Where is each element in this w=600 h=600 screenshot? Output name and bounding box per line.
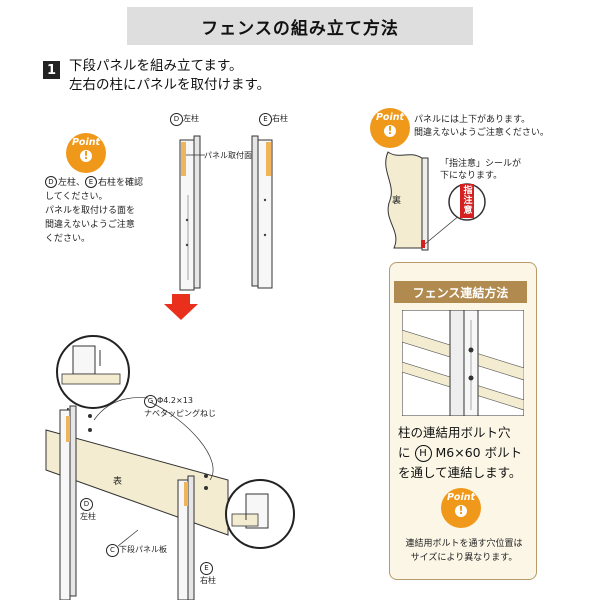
- point-badge-right: Point: [370, 108, 410, 148]
- connection-illustration: [402, 310, 524, 416]
- panel-sticker-illustration: [385, 151, 486, 251]
- exclamation-icon: [80, 149, 92, 162]
- page-title-banner: フェンスの組み立て方法: [127, 7, 473, 45]
- step-line-1: 下段パネルを組み立てます。: [69, 58, 243, 74]
- front-side-label: 表: [113, 477, 123, 487]
- panel-attach-face-label: パネル取付面: [204, 151, 252, 160]
- posts-illustration: [179, 135, 273, 291]
- assembly-post-right-label: E 右柱: [200, 562, 216, 585]
- assembly-post-left-label: D 左柱: [80, 498, 96, 521]
- step-line-2: 左右の柱にパネルを取付けます。: [69, 77, 271, 93]
- back-side-label: 裏: [392, 196, 402, 206]
- step-number: 1: [43, 61, 60, 79]
- step-instructions: 下段パネルを組み立てます。 左右の柱にパネルを取付けます。: [69, 57, 270, 95]
- assembly-illustration: [45, 335, 295, 600]
- point-badge-connection: Point: [441, 488, 481, 528]
- connection-title: フェンス連結方法: [394, 281, 527, 303]
- down-arrow-icon: [164, 294, 198, 320]
- exclamation-icon: [455, 504, 467, 517]
- panel-orientation-note: パネルには上下があります。 間違えないようご注意ください。: [414, 115, 549, 138]
- point-label: Point: [71, 137, 101, 148]
- point-badge-left: Point: [66, 133, 106, 173]
- finger-caution-sticker: 指注意: [463, 186, 473, 216]
- exclamation-icon: [384, 124, 396, 137]
- page-title: フェンスの組み立て方法: [201, 18, 399, 39]
- connection-note: 連結用ボルトを通す穴位置は サイズにより異なります。: [405, 539, 523, 563]
- connection-instructions: 柱の連結用ボルト穴 に H M6×60 ボルト を通して連結します。: [398, 425, 523, 480]
- sticker-note: 「指注意」シールが 下になります。: [440, 159, 522, 181]
